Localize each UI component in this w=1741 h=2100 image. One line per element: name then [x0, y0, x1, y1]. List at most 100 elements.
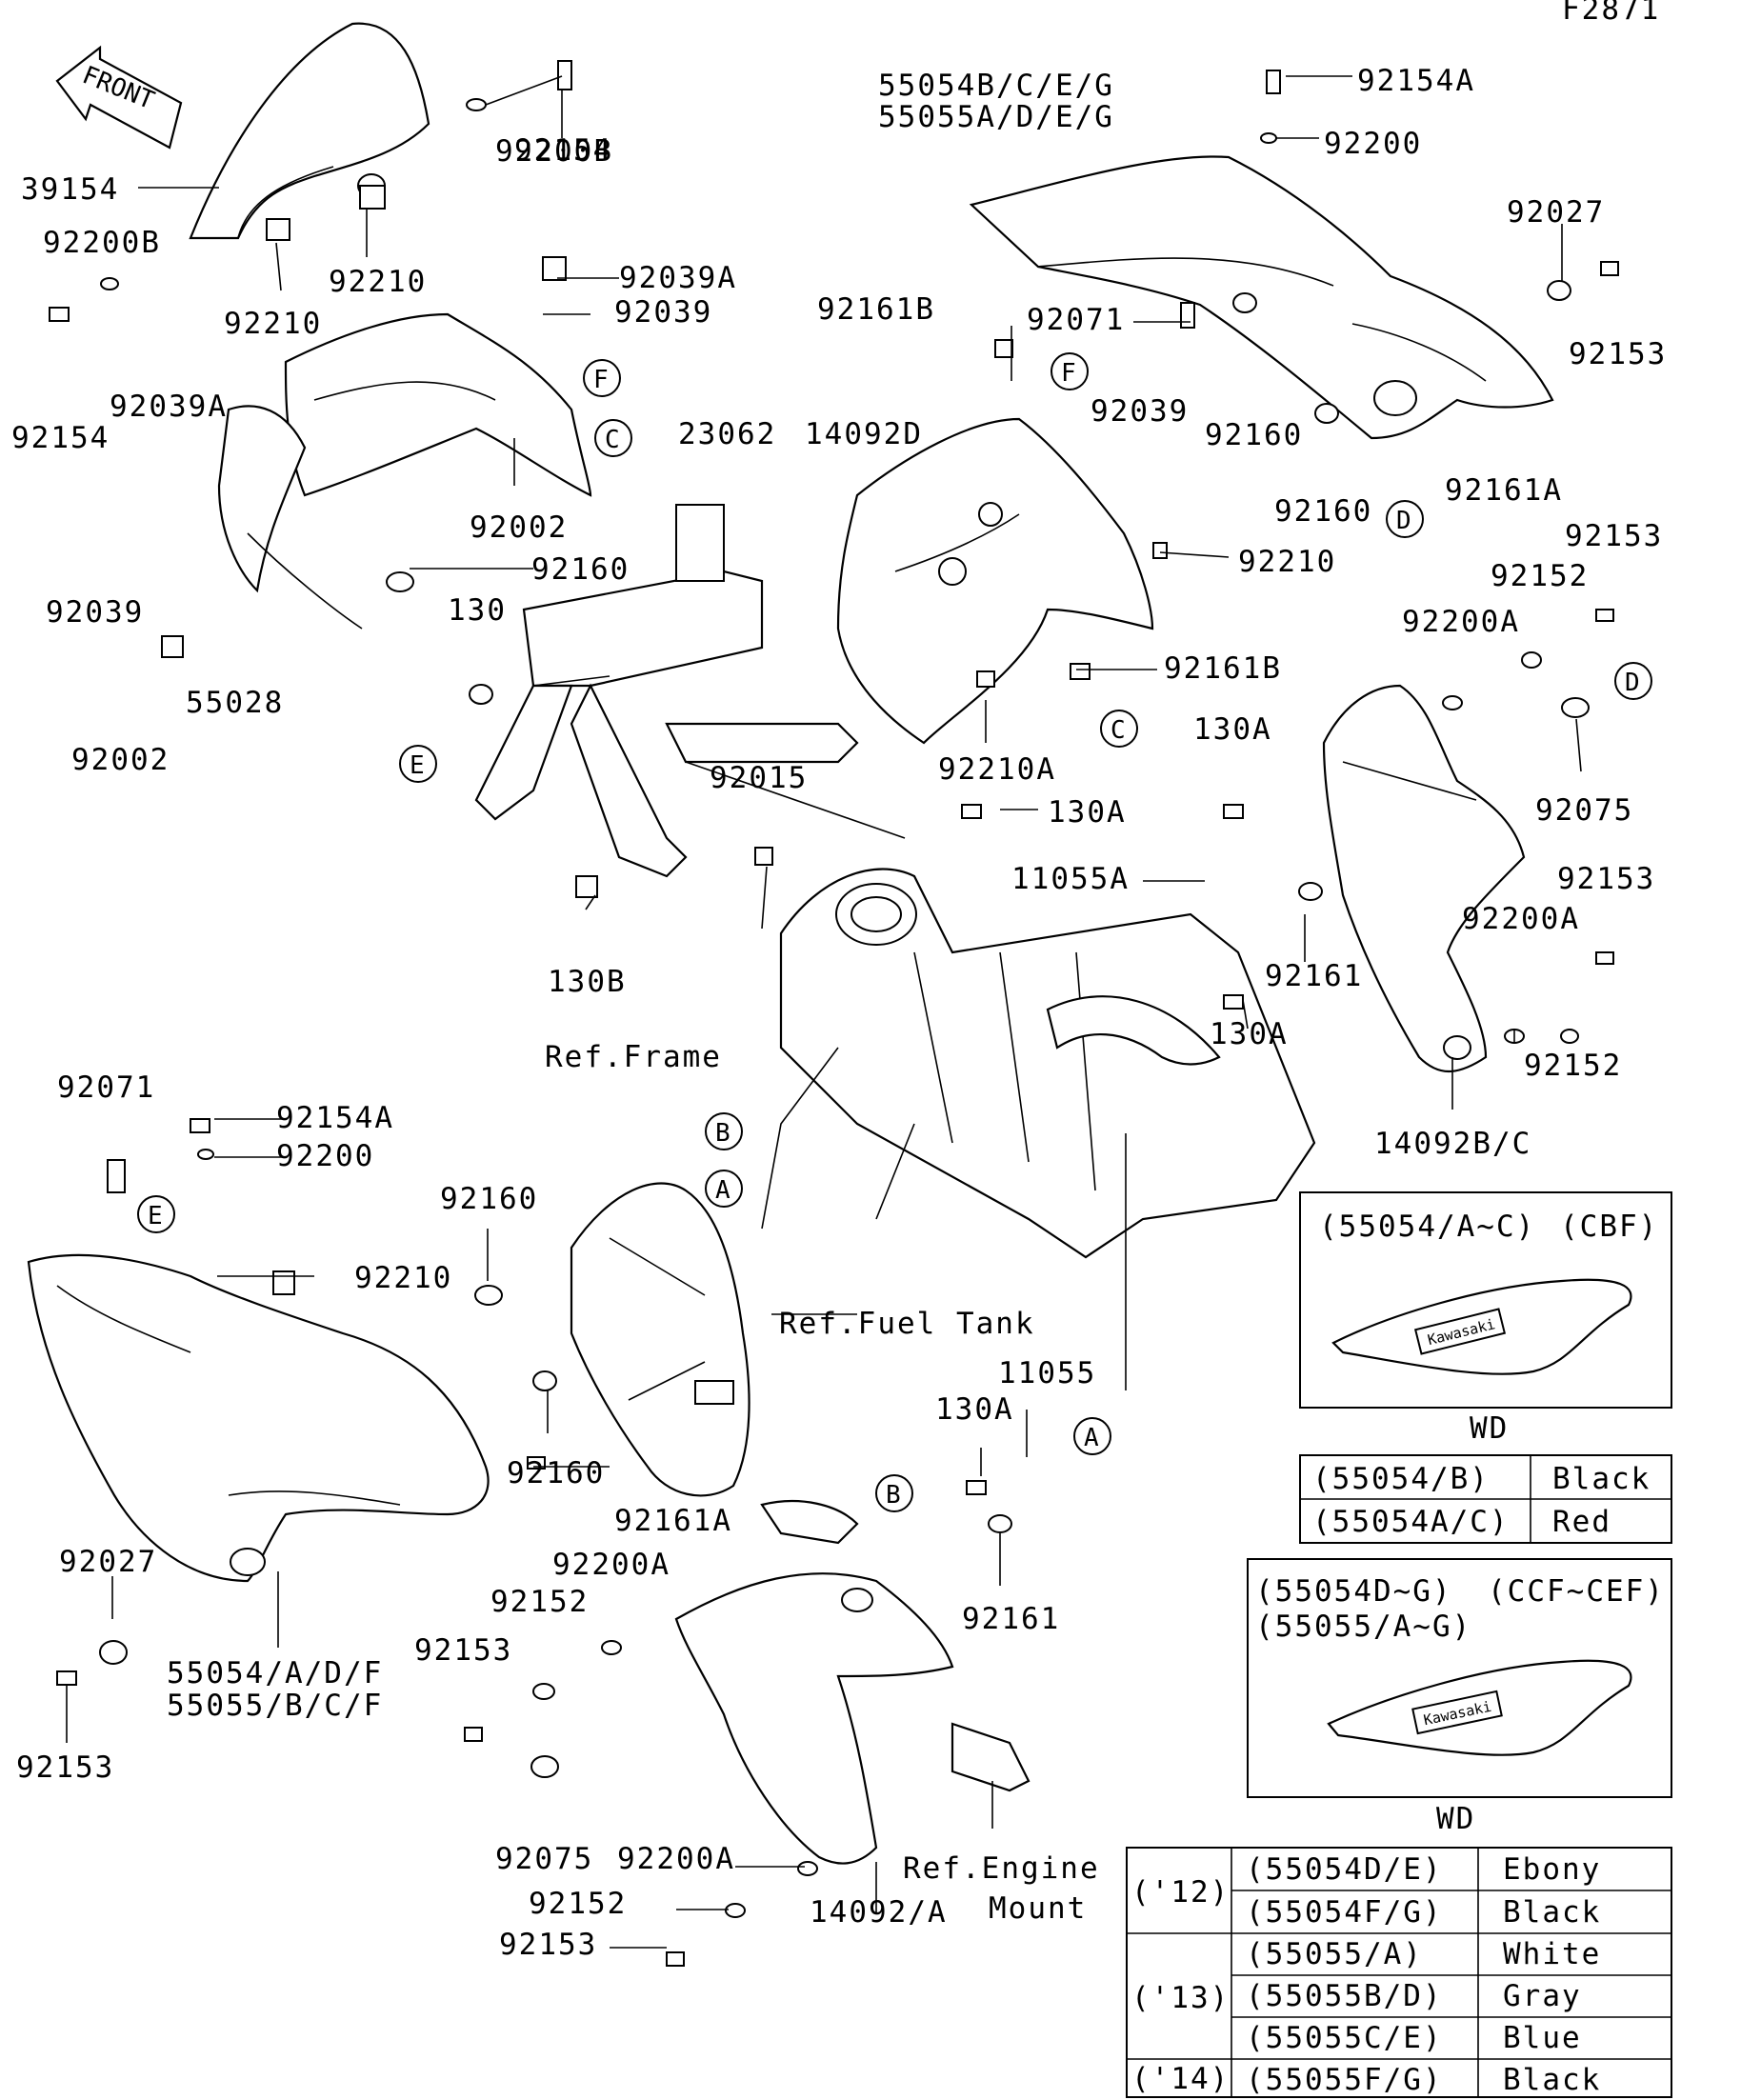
label-92200a-low1: 92200A: [552, 1548, 670, 1582]
ref-engine: Ref.Engine: [903, 1851, 1100, 1886]
variant2-year-14: ('14): [1131, 2062, 1230, 2096]
marker-d-2: D: [1625, 669, 1640, 697]
variant2-row2-color: Black: [1503, 1895, 1601, 1930]
label-130a-bottom: 130A: [935, 1392, 1014, 1427]
label-92075-low: 92075: [495, 1842, 593, 1876]
label-14092bc: 14092B/C: [1374, 1127, 1531, 1161]
variant-box-cbf: (55054/A~C) (CBF) Kawasaki WD (55054/B) …: [1299, 1191, 1672, 1544]
hardware-items: [49, 60, 1619, 1967]
variant2-year-12: ('12): [1131, 1875, 1230, 1910]
label-92153-left: 92153: [16, 1750, 114, 1785]
variant2-row2-code: (55054F/G): [1246, 1895, 1443, 1930]
label-92039-left: 92039: [46, 595, 144, 630]
upper-side-cowl-right: [969, 155, 1554, 440]
label-92039-mid: 92039: [1091, 394, 1189, 429]
label-92039a-top: 92039A: [619, 261, 737, 295]
variant2-cowl-illustration: Kawasaki: [1327, 1659, 1632, 1756]
marker-e-2: E: [148, 1202, 163, 1230]
variant2-heading-model: (CCF~CEF): [1488, 1574, 1665, 1609]
label-92200b-left: 92200B: [43, 226, 161, 260]
label-92210a: 92210A: [938, 752, 1056, 787]
label-92210-top: 92210: [329, 265, 427, 299]
label-92200-left: 92200: [276, 1139, 374, 1173]
label-55028: 55028: [186, 686, 284, 720]
label-92210-left: 92210: [224, 307, 322, 341]
label-92152-low2: 92152: [529, 1887, 627, 1921]
variant1-row1-code: (55054/B): [1312, 1462, 1490, 1496]
label-92161-right: 92161: [1265, 959, 1363, 993]
windshield: [189, 22, 430, 240]
variant2-row3-color: White: [1503, 1937, 1601, 1971]
label-92153-right1: 92153: [1565, 519, 1663, 553]
label-92152-low1: 92152: [490, 1585, 589, 1619]
fuel-tank-cover: [570, 1182, 750, 1497]
variant2-year-13: ('13): [1131, 1981, 1230, 2015]
variant2-row5-code: (55055C/E): [1246, 2021, 1443, 2055]
label-92200a-right1: 92200A: [1402, 605, 1520, 639]
label-92153-right2: 92153: [1557, 862, 1655, 896]
ref-frame: Ref.Frame: [545, 1040, 722, 1074]
marker-f-2: F: [1061, 359, 1076, 388]
label-55054bceg: 55054B/C/E/G: [878, 69, 1114, 103]
variant1-row2-color: Red: [1552, 1505, 1611, 1539]
variant2-row6-color: Black: [1503, 2063, 1601, 2097]
variant1-cowl-illustration: Kawasaki: [1331, 1278, 1632, 1375]
label-92200a-right2: 92200A: [1462, 902, 1580, 936]
variant1-row1-color: Black: [1552, 1462, 1651, 1496]
label-92071-left: 92071: [57, 1070, 155, 1105]
label-92161a-low: 92161A: [614, 1504, 732, 1538]
label-92210-mid: 92210: [1238, 545, 1336, 579]
frame-reference: [761, 868, 1316, 1259]
label-92152-right1: 92152: [1491, 559, 1589, 593]
label-92161b-mid: 92161B: [1164, 651, 1282, 686]
label-23062: 23062: [678, 417, 776, 451]
variant1-heading-code: (55054/A~C): [1319, 1210, 1535, 1244]
label-92039a-left: 92039A: [110, 390, 228, 424]
label-92160-tr1: 92160: [1205, 418, 1303, 452]
label-92154a-left: 92154A: [276, 1101, 394, 1135]
label-130a-mid: 130A: [1048, 795, 1127, 830]
label-92160-low2: 92160: [507, 1456, 605, 1490]
label-55054adf: 55054/A/D/F: [167, 1656, 383, 1690]
label-14092a: 14092/A: [810, 1895, 948, 1930]
ref-mount: Mount: [989, 1891, 1087, 1926]
label-55055bcf: 55055/B/C/F: [167, 1689, 383, 1723]
label-92154a-top: 92154A: [1357, 64, 1475, 98]
label-92153-low1: 92153: [414, 1633, 512, 1668]
label-92071-top: 92071: [1027, 303, 1125, 337]
label-92200a-low2: 92200A: [617, 1842, 735, 1876]
label-92039-top: 92039: [614, 295, 712, 330]
label-92154-top: 92154: [514, 133, 612, 168]
label-92153-topright: 92153: [1569, 337, 1667, 371]
label-130a-low: 130A: [1210, 1017, 1289, 1051]
variant1-heading-model: (CBF): [1560, 1210, 1658, 1244]
marker-a-1: A: [715, 1176, 730, 1205]
label-92075-right: 92075: [1535, 793, 1633, 828]
label-92027-top: 92027: [1507, 195, 1605, 230]
label-92160-tr2: 92160: [1274, 494, 1372, 529]
label-130: 130: [448, 593, 507, 628]
variant2-row4-code: (55055B/D): [1246, 1979, 1443, 2013]
engine-mount-bracket: [951, 1722, 1031, 1792]
ref-fuel-tank: Ref.Fuel Tank: [779, 1307, 1035, 1341]
label-92154-left: 92154: [11, 421, 110, 455]
marker-c-2: C: [1111, 716, 1126, 745]
label-130a-right: 130A: [1193, 712, 1272, 747]
label-92160-mid: 92160: [531, 552, 630, 587]
label-11055: 11055: [998, 1356, 1096, 1390]
variant2-row4-color: Gray: [1503, 1979, 1582, 2013]
figure-code: F2871: [1562, 0, 1660, 27]
label-92161a-top: 92161A: [1445, 473, 1563, 508]
marker-c-1: C: [605, 426, 620, 454]
callout-markers: F C E F C D D B A E B A: [137, 352, 1652, 1512]
label-39154: 39154: [21, 172, 119, 207]
label-92200-top: 92200: [1324, 127, 1422, 161]
label-92160-low1: 92160: [440, 1182, 538, 1216]
marker-b-1: B: [715, 1119, 730, 1148]
label-55055adeg: 55055A/D/E/G: [878, 100, 1114, 134]
label-130b: 130B: [548, 965, 627, 999]
variant2-row3-code: (55055/A): [1246, 1937, 1423, 1971]
side-panel-right: [1322, 684, 1526, 1073]
lower-side-cowl-left: [27, 1253, 490, 1583]
